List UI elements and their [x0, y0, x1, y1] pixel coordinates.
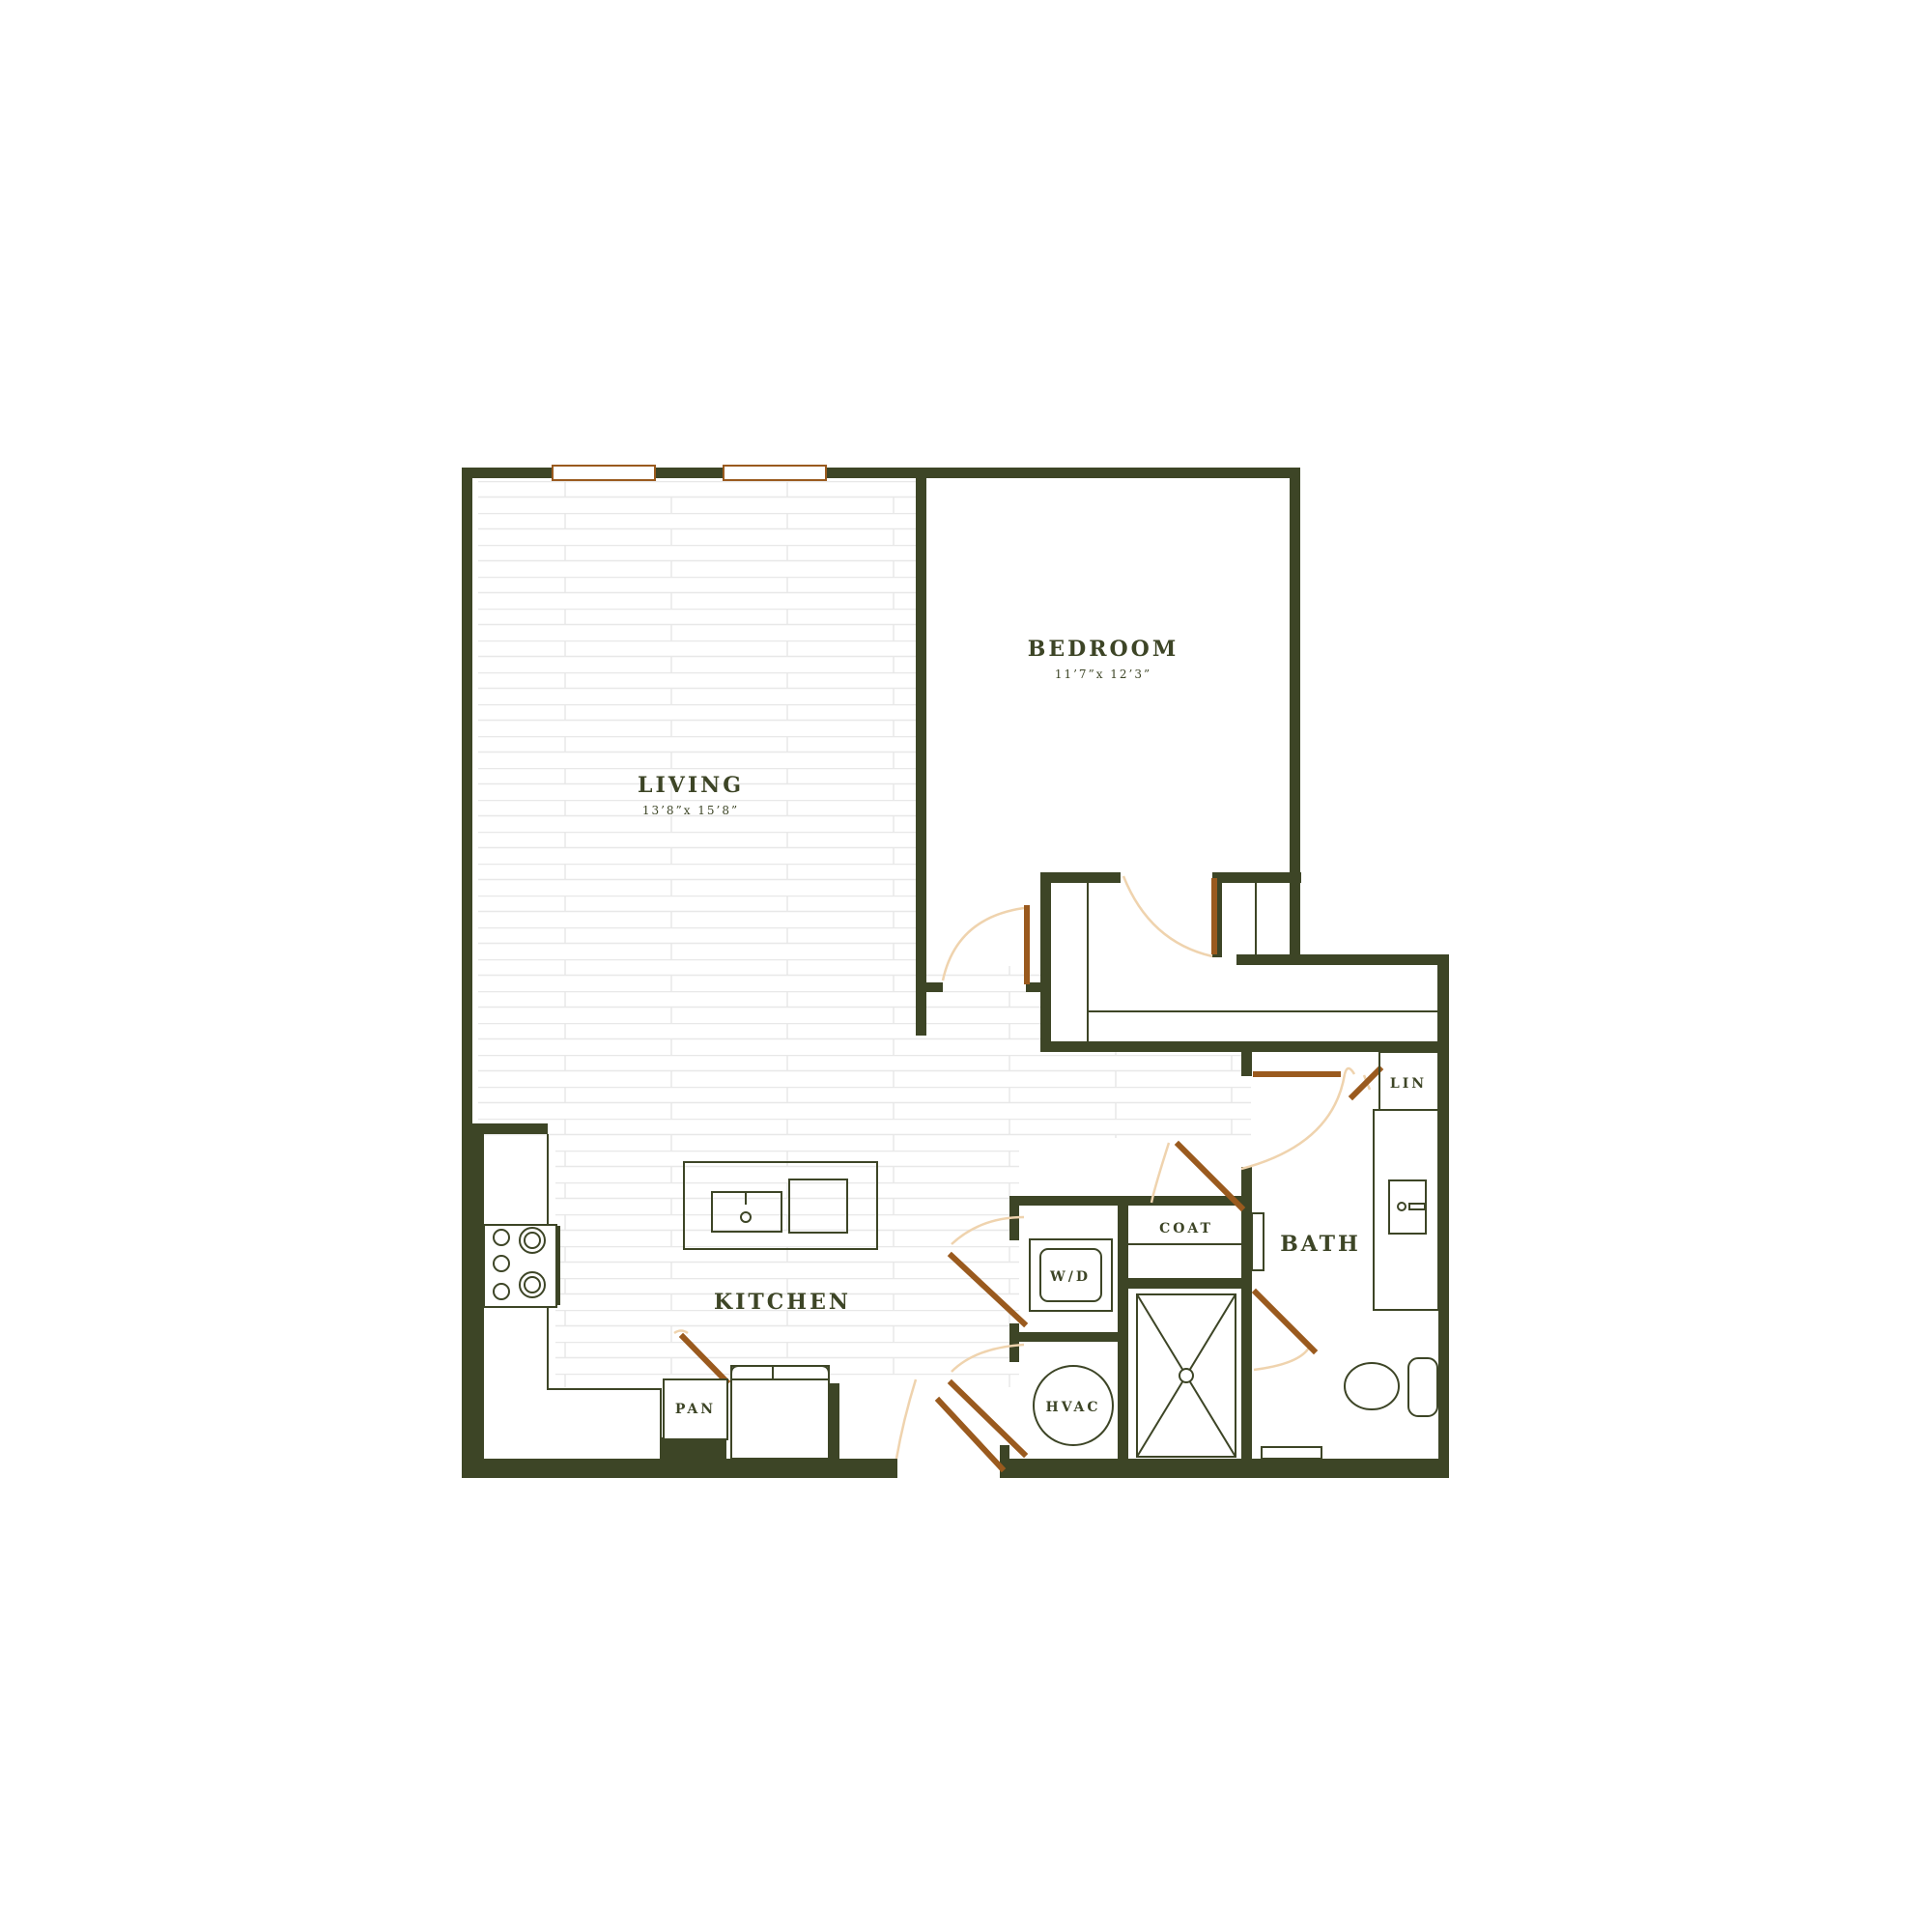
bedroom-dims: 11’7”x 12’3”: [1055, 668, 1151, 681]
coat-closet: [1128, 1212, 1264, 1271]
kitchen-island: [683, 1161, 878, 1250]
bath-vanity: [1373, 1109, 1439, 1311]
toilet: [1344, 1357, 1438, 1417]
window-1: [552, 465, 656, 481]
island-sink-basin-2: [788, 1179, 848, 1234]
shower-door[interactable]: [1251, 1288, 1319, 1355]
entry-door-2[interactable]: [934, 1396, 1007, 1473]
windows: [552, 465, 827, 481]
burner-4-icon: [493, 1283, 510, 1300]
labels: BEDROOM 11’7”x 12’3” LIVING 13’8”x 15’8”…: [638, 637, 1427, 1417]
laundry-door[interactable]: [947, 1251, 1029, 1328]
bedroom-closet: [1087, 883, 1439, 1041]
living-label: LIVING: [638, 773, 744, 798]
coat-door[interactable]: [1174, 1140, 1246, 1212]
vanity-faucet-icon: [1397, 1202, 1406, 1211]
entry-door-1[interactable]: [947, 1378, 1029, 1459]
bedroom-label: BEDROOM: [1028, 637, 1179, 662]
hvac-label: HVAC: [1045, 1400, 1100, 1415]
linen-door[interactable]: [1348, 1065, 1384, 1101]
washer-dryer: [1029, 1238, 1113, 1312]
shower: [1136, 1293, 1322, 1460]
pan-label: PAN: [675, 1402, 716, 1417]
hvac-unit: [1033, 1365, 1114, 1446]
burner-3-icon: [493, 1255, 510, 1272]
door-swings: [673, 875, 1372, 1460]
pantry: [663, 1378, 728, 1440]
coat-label: COAT: [1159, 1221, 1213, 1236]
living-dims: 13’8”x 15’8”: [642, 804, 739, 817]
shower-drain-icon: [1179, 1368, 1194, 1383]
door-leaves: [678, 878, 1384, 1473]
pantry-door[interactable]: [678, 1332, 731, 1386]
vanity-sink-basin: [1388, 1179, 1427, 1235]
refrigerator: [730, 1365, 830, 1460]
living-floor-planks: [478, 481, 1251, 1387]
lin-label: LIN: [1390, 1076, 1427, 1092]
kitchen-label: KITCHEN: [714, 1290, 851, 1315]
faucet-icon: [740, 1211, 752, 1223]
wd-label: W/D: [1049, 1269, 1091, 1285]
range-cooktop: [483, 1224, 560, 1308]
window-2: [723, 465, 827, 481]
bath-label: BATH: [1280, 1232, 1361, 1257]
burner-1-icon: [493, 1229, 510, 1246]
